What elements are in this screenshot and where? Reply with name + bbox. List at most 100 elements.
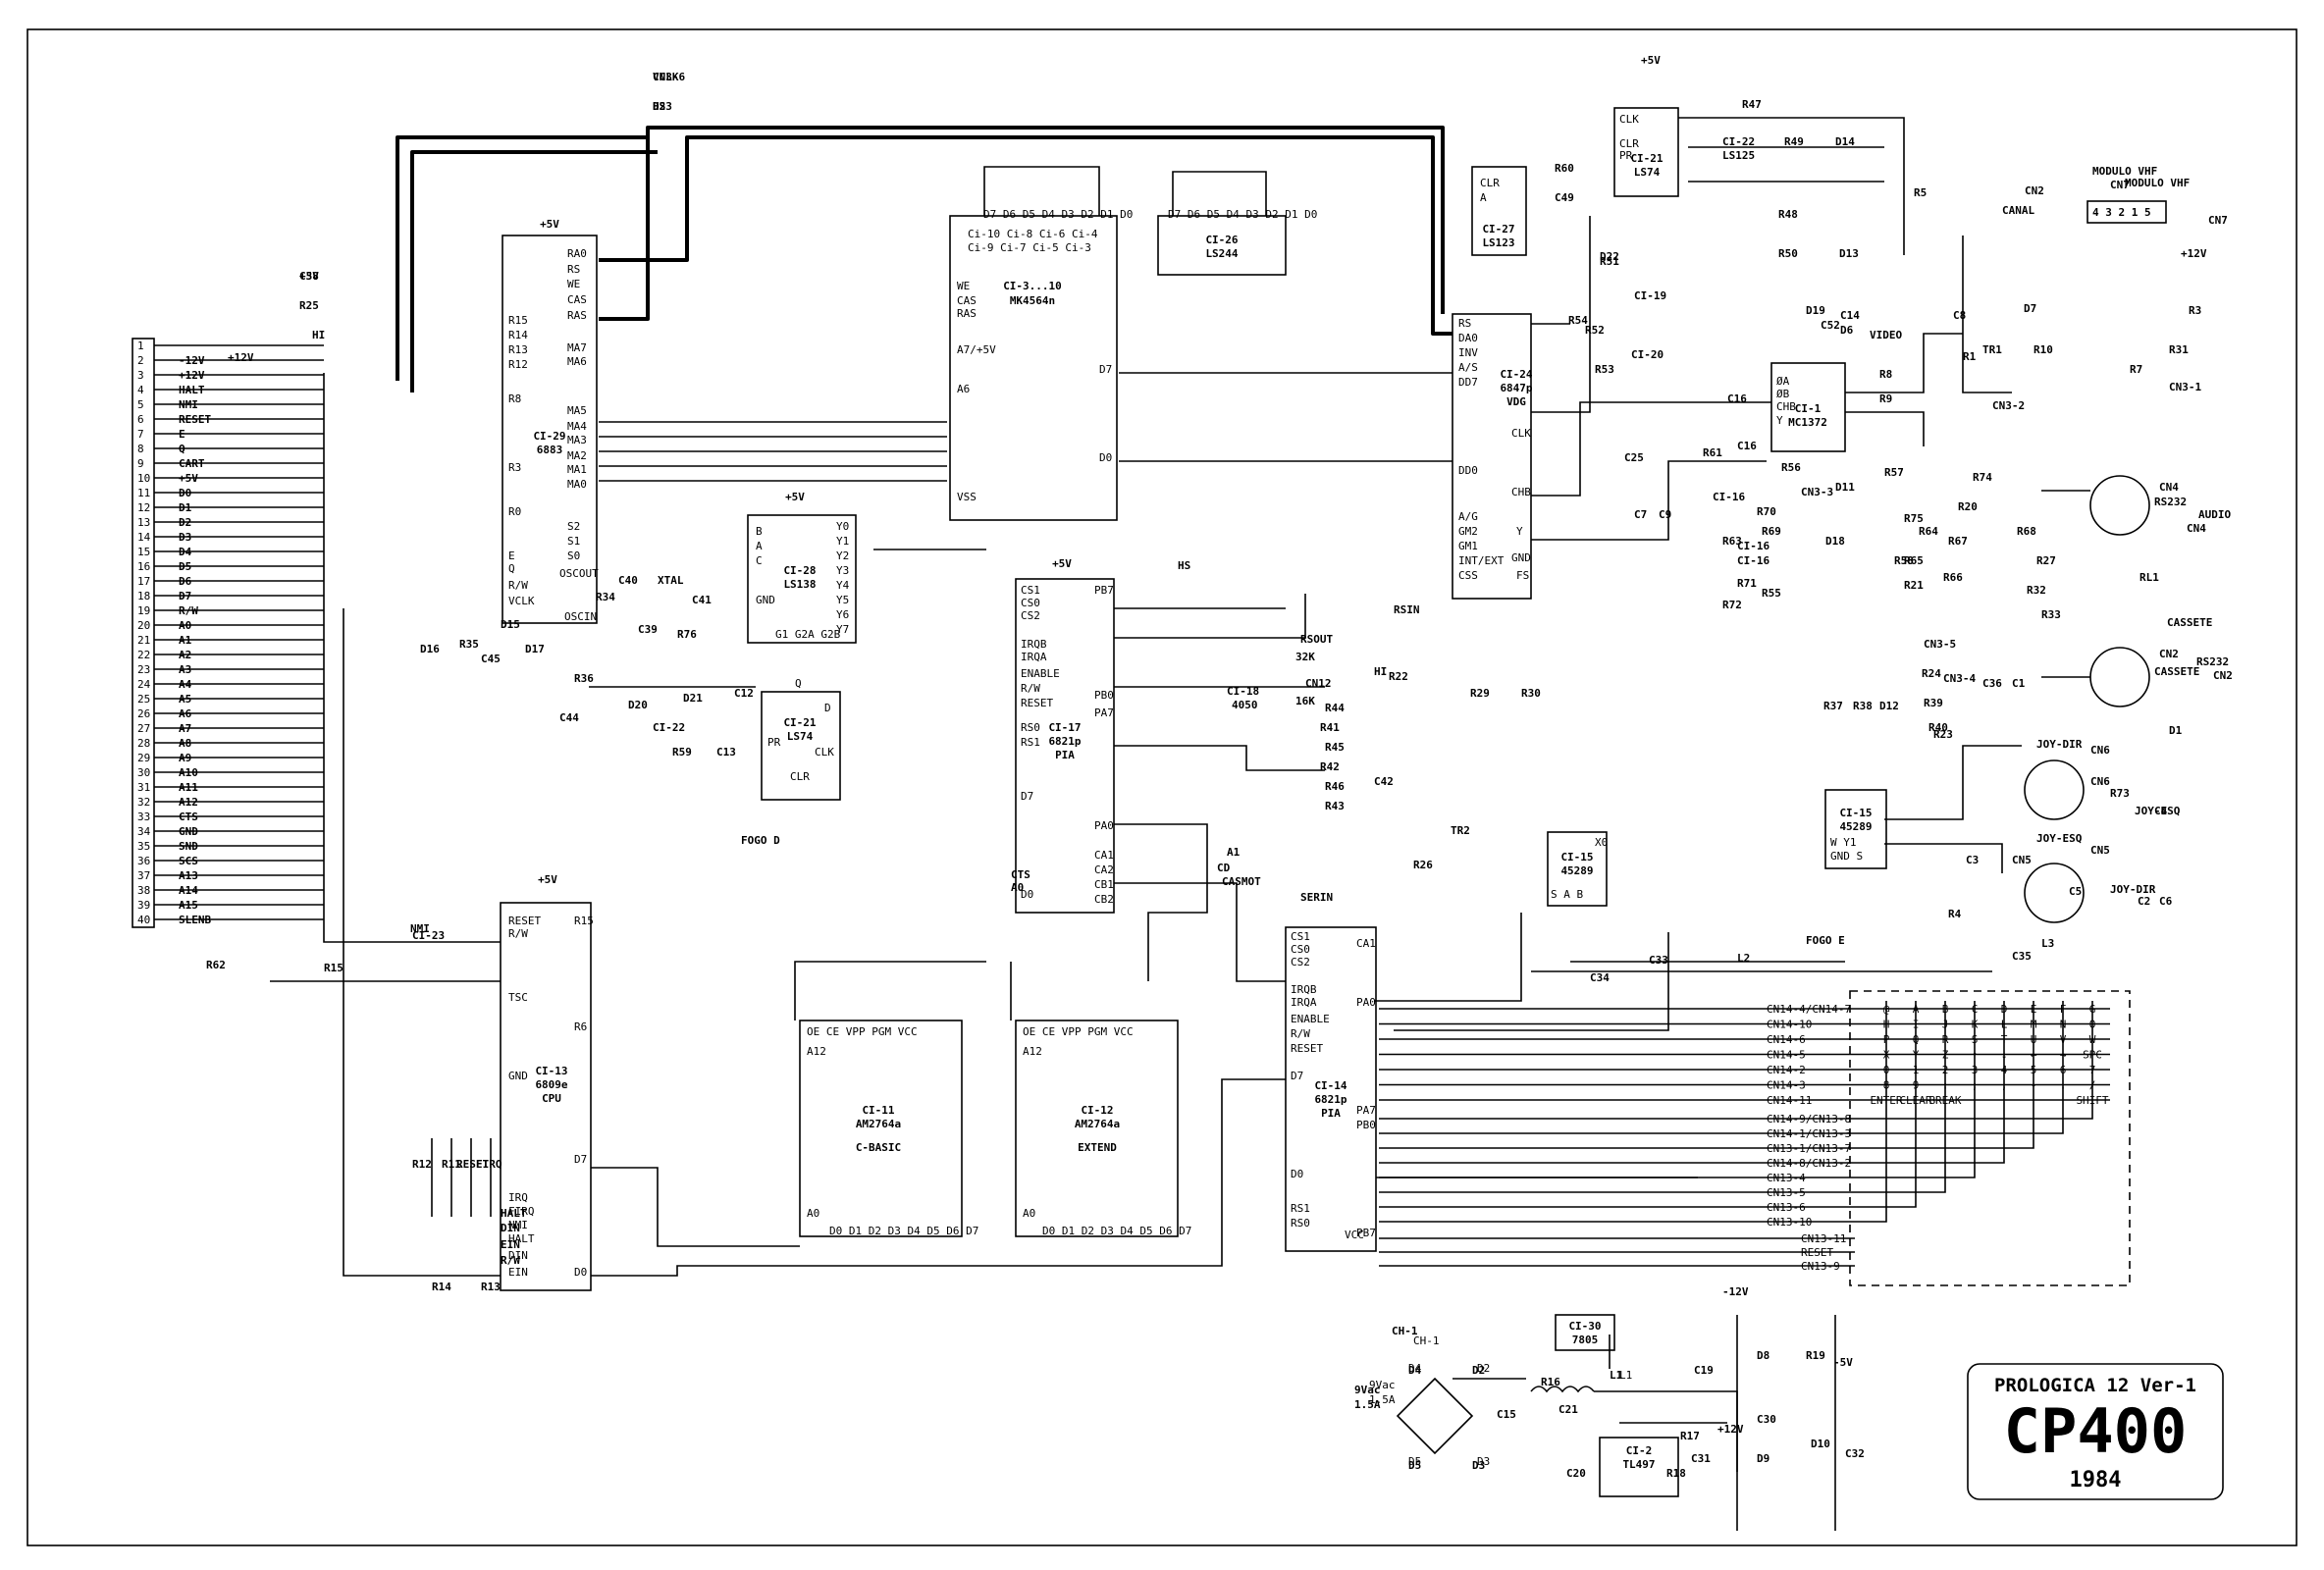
- svg-text:PB7: PB7: [1094, 584, 1114, 597]
- component-label: CN3-3: [1801, 486, 1833, 498]
- component-label: CI-23: [412, 929, 445, 942]
- svg-text:LS123: LS123: [1482, 236, 1514, 249]
- svg-text:6847p: 6847p: [1500, 382, 1532, 394]
- component-label: R43: [1325, 800, 1345, 812]
- svg-text:R0: R0: [508, 505, 521, 518]
- component-label: R44: [1325, 702, 1345, 714]
- component-label: R29: [1470, 687, 1490, 700]
- connector-pin-number: 36: [137, 855, 150, 867]
- svg-text:S2: S2: [567, 520, 580, 533]
- svg-text:ENABLE: ENABLE: [1021, 667, 1060, 680]
- component-label: D1: [2169, 724, 2183, 737]
- svg-text:D7: D7: [1021, 790, 1033, 803]
- svg-text:MODULO VHF: MODULO VHF: [2092, 165, 2157, 178]
- svg-text:PA0: PA0: [1094, 819, 1114, 832]
- chip-part: 6883: [537, 444, 563, 456]
- connector-pin-number: 6: [137, 413, 144, 426]
- component-label: C44: [559, 711, 579, 724]
- connector-pin-number: 2: [137, 354, 144, 367]
- svg-text:RS1: RS1: [1021, 736, 1040, 749]
- connector-pin-number: 5: [137, 398, 144, 411]
- component-label: C32: [1845, 1447, 1865, 1460]
- component-label: +5V: [299, 270, 319, 283]
- svg-text:PB0: PB0: [1094, 689, 1114, 702]
- component-label: C15: [1497, 1408, 1516, 1421]
- component-label: R70: [1757, 505, 1776, 518]
- component-label: R74: [1973, 471, 1992, 484]
- svg-text:1.5A: 1.5A: [1369, 1393, 1396, 1406]
- svg-text:INT/EXT: INT/EXT: [1458, 554, 1505, 567]
- connector-pin-number: 1: [137, 340, 144, 352]
- svg-text:MA7: MA7: [567, 341, 587, 354]
- svg-text:AM2764a: AM2764a: [856, 1118, 901, 1130]
- wire: [794, 961, 986, 1020]
- svg-text:W Y1: W Y1: [1830, 836, 1857, 849]
- svg-text:A12: A12: [1023, 1045, 1042, 1058]
- component-label: C7: [1634, 508, 1647, 521]
- svg-text:JOY-DIR: JOY-DIR: [2036, 738, 2083, 751]
- svg-text:VCC: VCC: [1345, 1229, 1364, 1241]
- svg-text:A/G: A/G: [1458, 510, 1478, 523]
- svg-text:Y: Y: [1516, 525, 1523, 538]
- svg-text:X0: X0: [1595, 836, 1608, 849]
- chip-ci21-lower: CI-21 LS74 PR D CLK CLR Q: [761, 677, 841, 801]
- chip-ci12-rom: CI-12 AM2764a EXTEND OE CE VPP PGM VCC A…: [1015, 1020, 1191, 1237]
- wire: [1531, 401, 1771, 497]
- svg-text:EXTEND: EXTEND: [1078, 1141, 1117, 1154]
- component-label: C14: [1840, 309, 1860, 322]
- component-label: R63: [1722, 535, 1742, 548]
- svg-text:IRQA: IRQA: [1021, 651, 1047, 663]
- component-label: R/W: [501, 1254, 520, 1267]
- component-label: 32K: [1295, 651, 1315, 663]
- component-label: C42: [1374, 775, 1394, 788]
- component-label: C13: [716, 746, 736, 759]
- connector-pin-number: 14: [137, 531, 151, 544]
- component-label: R5: [1914, 186, 1927, 199]
- svg-text:WE: WE: [957, 280, 970, 292]
- svg-text:CI-3...10: CI-3...10: [1003, 280, 1062, 292]
- svg-text:PIA: PIA: [1055, 749, 1075, 761]
- component-label: 16K: [1295, 695, 1315, 707]
- component-label: D8: [1757, 1349, 1769, 1362]
- component-label: R14: [432, 1281, 451, 1293]
- component-label: C21: [1558, 1403, 1578, 1416]
- component-label: +12V: [1717, 1423, 1744, 1436]
- svg-text:CLR: CLR: [1619, 137, 1639, 150]
- svg-text:MC1372: MC1372: [1788, 416, 1827, 429]
- component-label: D18: [1825, 535, 1845, 548]
- component-label: CN3-2: [1992, 399, 2025, 412]
- component-label: D2: [1472, 1364, 1485, 1377]
- component-label: R52: [1585, 324, 1605, 337]
- chip-ci24-vdg: CI-24 6847p VDG RS DA0 INV A/S DD7 DD0 A…: [1452, 313, 1533, 600]
- chip-dram: CI-3...10 MK4564n D7 D6 D5 D4 D3 D2 D1 D…: [949, 208, 1133, 521]
- svg-text:Ci-10 Ci-8 Ci-6 Ci-4: Ci-10 Ci-8 Ci-6 Ci-4: [968, 228, 1098, 240]
- svg-text:CI-11: CI-11: [862, 1104, 894, 1117]
- svg-text:+5V: +5V: [540, 218, 559, 231]
- connector-pin-number: 12: [137, 501, 150, 514]
- svg-text:R15: R15: [574, 915, 594, 927]
- component-label: CI-16: [1737, 540, 1769, 552]
- svg-text:PIA: PIA: [1321, 1107, 1341, 1120]
- svg-text:GM1: GM1: [1458, 540, 1478, 552]
- svg-text:FIRQ: FIRQ: [508, 1205, 535, 1218]
- svg-text:C-BASIC: C-BASIC: [856, 1141, 901, 1154]
- component-label: HALT: [501, 1207, 527, 1220]
- component-label: C1: [2012, 677, 2026, 690]
- svg-text:CI-17: CI-17: [1048, 721, 1081, 734]
- svg-text:FS: FS: [1516, 569, 1529, 582]
- component-label: R8: [1879, 368, 1892, 381]
- svg-text:C: C: [756, 554, 763, 567]
- svg-text:CLR: CLR: [1480, 177, 1500, 189]
- component-label: CD: [1217, 862, 1231, 874]
- svg-text:PA7: PA7: [1356, 1104, 1376, 1117]
- component-label: CN6: [2090, 744, 2110, 757]
- svg-text:A12: A12: [807, 1045, 826, 1058]
- svg-text:MA3: MA3: [567, 434, 587, 446]
- svg-text:DIN: DIN: [508, 1249, 528, 1262]
- chip-ci27: CI-27 LS123 CLR A: [1471, 166, 1527, 256]
- component-label: HS: [653, 100, 665, 113]
- svg-text:Y3: Y3: [836, 564, 849, 577]
- component-label: C8: [1953, 309, 1966, 322]
- svg-text:CLK: CLK: [815, 746, 834, 759]
- svg-text:DD0: DD0: [1458, 464, 1478, 477]
